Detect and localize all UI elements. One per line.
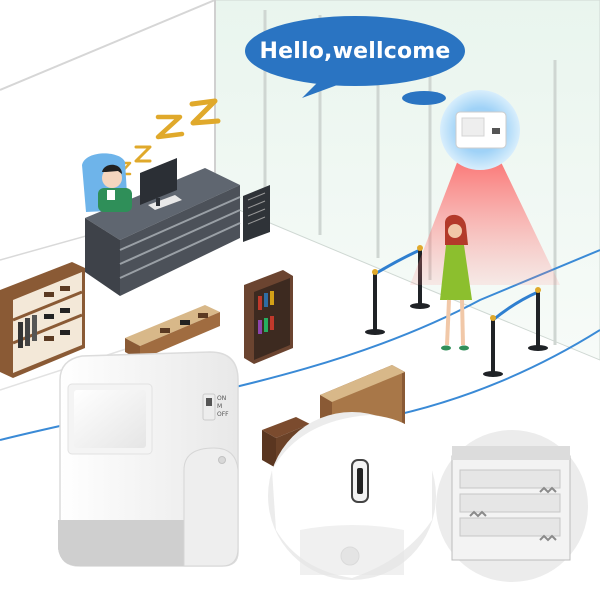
book-shelf [244, 270, 293, 364]
usb-port-detail [268, 412, 436, 580]
queue-barriers [365, 245, 548, 377]
battery-compartment-icon [436, 430, 588, 582]
shoe-shelf [0, 262, 85, 378]
greeting-text: Hello,wellcome [259, 38, 451, 64]
receptionist [82, 153, 132, 212]
info-board [243, 185, 270, 242]
speech-bubble [245, 16, 465, 98]
motion-sensor-icon [440, 90, 520, 170]
switch-label-off: OFF [217, 411, 229, 418]
ceiling-spot [402, 91, 446, 105]
main-device [58, 351, 239, 567]
monitor [140, 158, 177, 206]
customer-figure [440, 214, 472, 351]
switch-label-on: ON [217, 395, 227, 402]
reception-desk [85, 168, 241, 296]
switch-label-m: M [217, 403, 223, 410]
